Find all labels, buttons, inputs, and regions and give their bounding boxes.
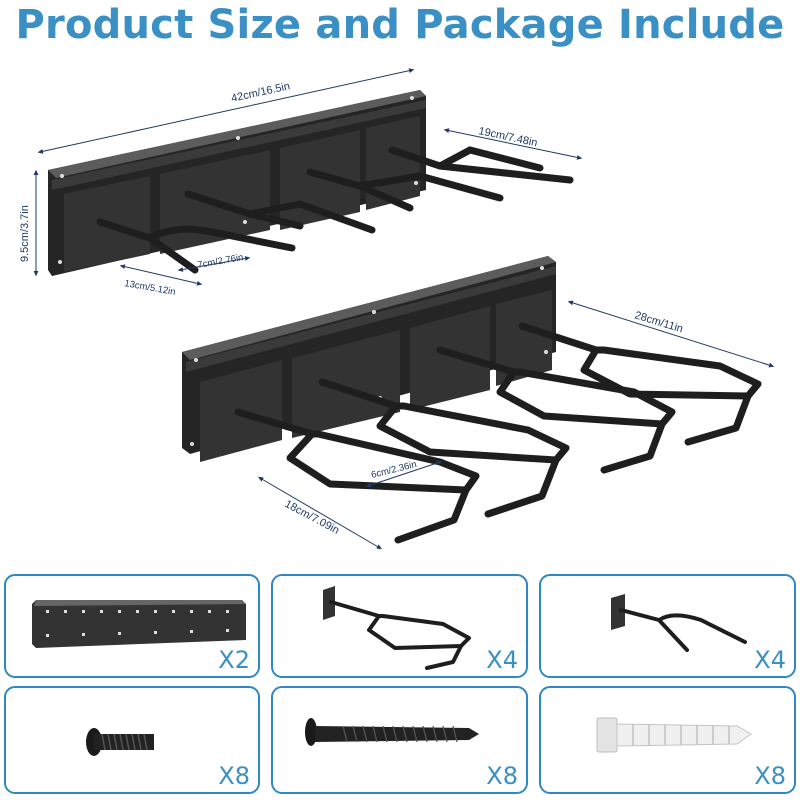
quantity-label: X8 <box>754 762 786 790</box>
product-illustration: 42cm/16.5in 9.5cm/3.7in 19cm/7.48in 7cm/… <box>19 68 775 550</box>
machine-screw-image <box>86 728 154 756</box>
package-item-large-hook: X4 <box>271 574 528 678</box>
page-title: Product Size and Package Include <box>15 2 785 48</box>
small-hook-width-label: 13cm/5.12in <box>123 278 176 298</box>
package-item-machine-screw: X8 <box>4 686 260 794</box>
small-hook-image <box>611 594 747 652</box>
large-hook-image <box>323 586 471 670</box>
small-hook-gap-label: 7cm/2.76in <box>197 252 245 271</box>
quantity-label: X8 <box>486 762 518 790</box>
small-hook-rack <box>48 90 574 276</box>
large-hook-width-label: 18cm/7.09in <box>283 498 342 537</box>
rack-height-label: 9.5cm/3.7in <box>19 205 31 262</box>
package-item-wall-anchor: X8 <box>539 686 796 794</box>
large-hook-length-label: 28cm/11in <box>633 309 684 335</box>
rack-length-label: 42cm/16.5in <box>230 80 291 105</box>
quantity-label: X8 <box>218 762 250 790</box>
quantity-label: X4 <box>486 646 518 674</box>
large-hook-rack <box>182 256 762 544</box>
quantity-label: X4 <box>754 646 786 674</box>
package-item-small-hook: X4 <box>539 574 796 678</box>
package-item-wood-screw: X8 <box>271 686 528 794</box>
package-item-rail: X2 <box>4 574 260 678</box>
wood-screw-image <box>305 718 479 746</box>
rail-image <box>32 600 246 648</box>
wall-anchor-image <box>596 717 752 753</box>
small-hook-length-label: 19cm/7.48in <box>477 125 538 149</box>
quantity-label: X2 <box>218 646 250 674</box>
